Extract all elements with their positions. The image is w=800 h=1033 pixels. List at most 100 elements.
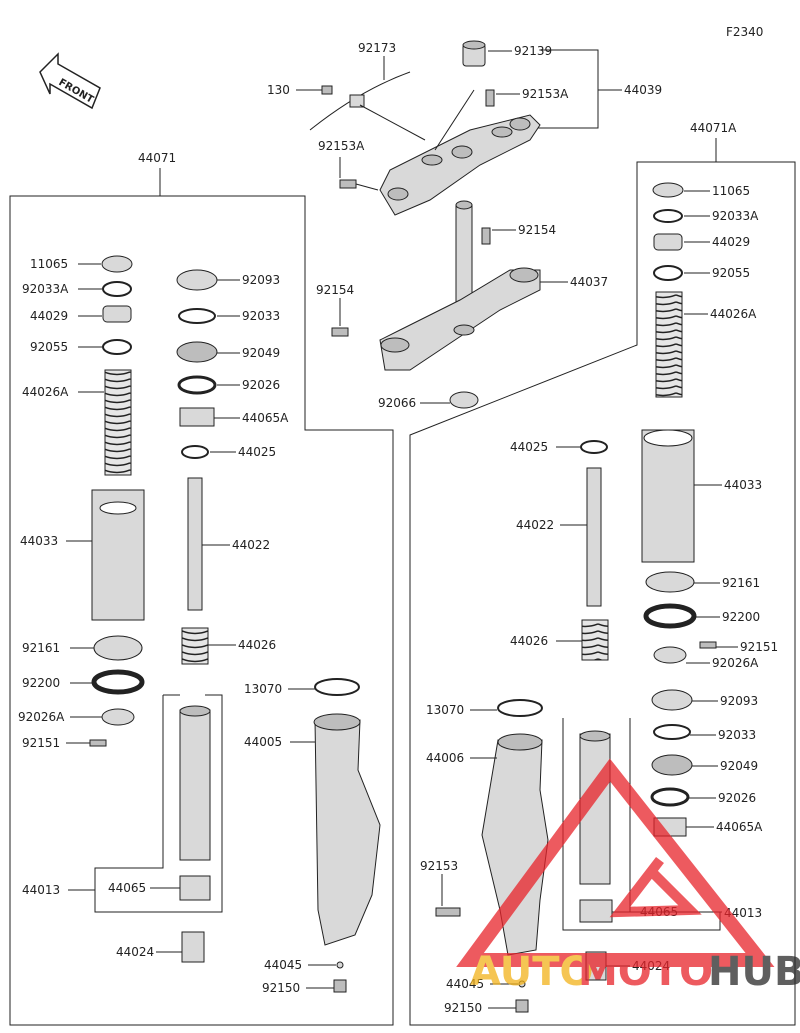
figure-code: F2340: [726, 25, 763, 39]
callout-92154-2: 92154: [316, 283, 354, 297]
R-44029: 44029: [712, 235, 750, 249]
R-92055: 92055: [712, 266, 750, 280]
watermark-text-auto: AUTO: [470, 949, 594, 995]
callout-92066: 92066: [378, 396, 416, 410]
part-L-inner-tube: [179, 705, 211, 861]
part-L-92026A: [101, 708, 135, 726]
L-92033A: 92033A: [22, 282, 69, 296]
callout-92153A-2: 92153A: [318, 139, 365, 153]
R-44045: 44045: [446, 977, 484, 991]
part-L-92093: [176, 269, 218, 291]
part-92154-top: [481, 227, 491, 245]
part-R-44026A-spring: [655, 291, 683, 398]
part-L-92200: [91, 669, 145, 695]
L-92026A: 92026A: [18, 710, 65, 724]
R-92049: 92049: [720, 759, 758, 773]
part-L-44065: [179, 875, 211, 901]
part-R-44065: [579, 899, 613, 923]
part-R-92033A: [653, 209, 683, 223]
callout-44039: 44039: [624, 83, 662, 97]
part-R-92093: [651, 689, 693, 711]
part-L-92026: [177, 375, 217, 395]
L-92055: 92055: [30, 340, 68, 354]
L-44029: 44029: [30, 309, 68, 323]
part-R-44025: [580, 440, 608, 454]
R-44022: 44022: [516, 518, 554, 532]
part-clamp: [349, 94, 365, 108]
L-44022: 44022: [232, 538, 270, 552]
L-13070: 13070: [244, 682, 282, 696]
L-44026A: 44026A: [22, 385, 69, 399]
part-R-44026: [581, 619, 609, 661]
part-R-92150: [515, 999, 529, 1013]
part-92139: [462, 40, 486, 67]
part-L-92055: [102, 339, 132, 355]
L-44005: 44005: [244, 735, 282, 749]
callout-92139: 92139: [514, 44, 552, 58]
R-92153: 92153: [420, 859, 458, 873]
watermark-zigzag-icon: [609, 856, 702, 918]
part-R-92153: [435, 907, 461, 917]
L-92033: 92033: [242, 309, 280, 323]
right-fork-group-frame: [409, 138, 796, 1026]
callout-130: 130: [267, 83, 290, 97]
L-92093: 92093: [242, 273, 280, 287]
part-130: [321, 85, 333, 95]
L-44013: 44013: [22, 883, 60, 897]
part-L-92151: [89, 739, 107, 747]
callout-92153A-1: 92153A: [522, 87, 569, 101]
R-13070: 13070: [426, 703, 464, 717]
callout-92154-1: 92154: [518, 223, 556, 237]
part-44039-upper-bracket: [379, 114, 541, 216]
R-92093: 92093: [720, 694, 758, 708]
R-92026A: 92026A: [712, 656, 759, 670]
part-L-44033-cover: [91, 489, 145, 621]
R-92200: 92200: [722, 610, 760, 624]
part-R-44022: [586, 467, 602, 607]
R-92151: 92151: [740, 640, 778, 654]
R-92033: 92033: [718, 728, 756, 742]
part-L-44065A: [179, 407, 215, 427]
callout-44037: 44037: [570, 275, 608, 289]
part-R-44029: [653, 233, 683, 251]
part-L-44029: [102, 305, 132, 323]
R-44026: 44026: [510, 634, 548, 648]
part-R-92055: [653, 265, 683, 281]
R-44025: 44025: [510, 440, 548, 454]
L-92049: 92049: [242, 346, 280, 360]
R-92033A: 92033A: [712, 209, 759, 223]
part-L-92049: [176, 341, 218, 363]
watermark-triangle-icon: [456, 758, 775, 967]
part-R-92161: [645, 571, 695, 593]
part-R-92033: [653, 724, 691, 740]
part-L-44045: [336, 961, 344, 969]
part-92066: [449, 391, 479, 409]
part-R-92151: [699, 641, 717, 649]
L-92150: 92150: [262, 981, 300, 995]
part-L-44005-outer-tube: [313, 713, 381, 946]
part-L-11065: [101, 255, 133, 273]
L-92200: 92200: [22, 676, 60, 690]
R-92161: 92161: [722, 576, 760, 590]
R-44006: 44006: [426, 751, 464, 765]
L-92151: 92151: [22, 736, 60, 750]
part-R-13070: [497, 699, 543, 717]
part-R-92200: [643, 603, 697, 629]
R-44033: 44033: [724, 478, 762, 492]
part-L-92161: [93, 635, 143, 661]
part-92153A-side: [339, 179, 357, 189]
watermark-text-moto: MOTO: [578, 949, 713, 995]
part-R-92049: [651, 754, 693, 776]
front-arrow-icon: FRONT: [39, 52, 101, 110]
part-R-44045: [518, 980, 526, 988]
L-44024: 44024: [116, 945, 154, 959]
part-92153A-top: [485, 89, 495, 107]
part-L-13070: [314, 678, 360, 696]
L-44045: 44045: [264, 958, 302, 972]
part-L-44024: [181, 931, 205, 963]
part-L-92150: [333, 979, 347, 993]
part-L-44022: [187, 477, 203, 611]
L-92161: 92161: [22, 641, 60, 655]
callout-44071A: 44071A: [690, 121, 737, 135]
callout-92173: 92173: [358, 41, 396, 55]
